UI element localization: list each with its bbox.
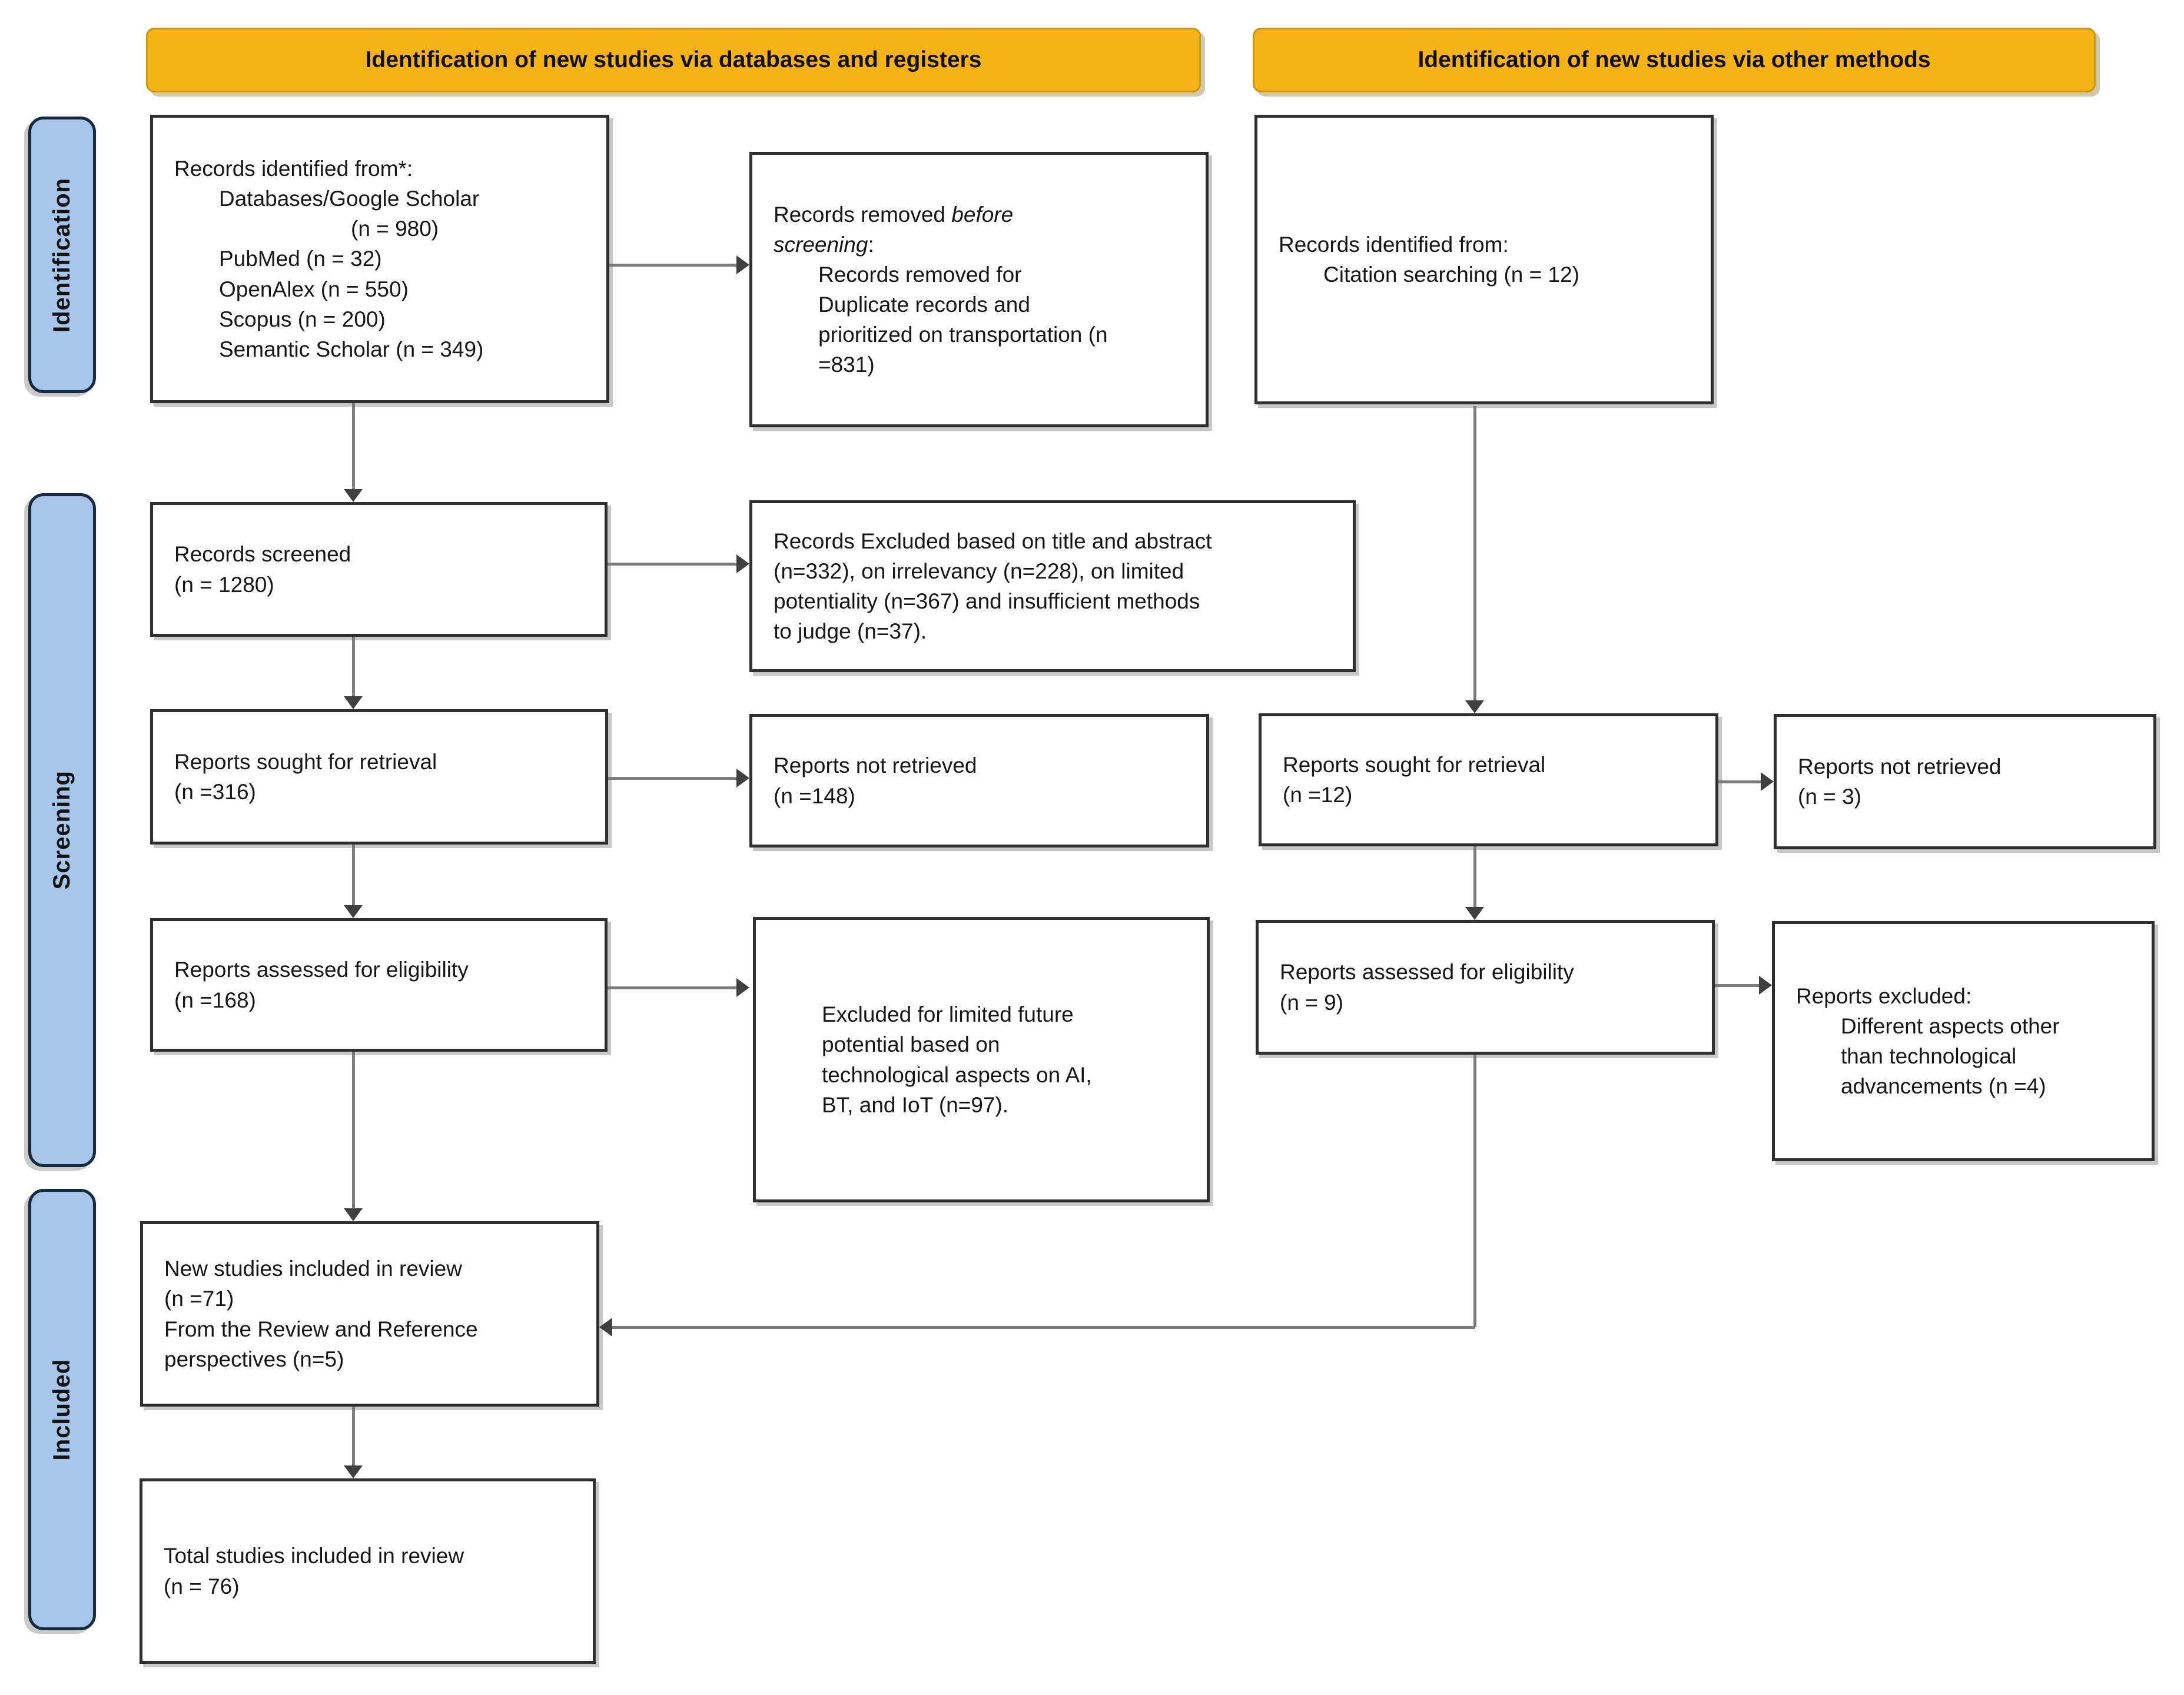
box-records-identified-line: (n = 980) [351,217,439,241]
box-excluded-limited-future: Excluded for limited future potential ba… [753,917,1210,1202]
box-reports-assessed-right-line: Reports assessed for eligibility [1280,960,1574,985]
box-reports-excluded-right-line: Reports excluded: [1796,983,1972,1008]
box-records-screened-line: (n = 1280) [174,572,274,597]
box-reports-sought-right-line: (n =12) [1283,783,1353,807]
sidebar-stage-included: Included [28,1189,96,1630]
box-reports-excluded-right: Reports excluded: Different aspects othe… [1772,921,2155,1161]
arrow-assessed-right-to-new-head [599,1318,612,1337]
arrow-identified-to-screened-head [344,489,363,502]
arrow-sought-to-notretrieved-right-line [1718,780,1761,783]
box-reports-not-retrieved-left-line: (n =148) [774,783,855,808]
box-new-studies-line: New studies included in review [164,1257,462,1281]
box-reports-excluded-right-line: Different aspects other [1841,1013,2060,1038]
arrow-identified-to-removed-head [736,255,749,274]
arrow-sought-to-assessed-line [352,845,355,905]
box-reports-assessed-right: Reports assessed for eligibility (n = 9) [1256,920,1715,1055]
arrow-assessed-to-excluded-left-line [608,986,736,989]
arrow-screened-to-sought-line [352,637,355,696]
box-records-identified-line: OpenAlex (n = 550) [219,277,409,301]
box-reports-not-retrieved-left-line: Reports not retrieved [774,753,977,778]
sidebar-stage-included-label: Included [49,1358,75,1461]
arrow-citation-to-sought-head [1465,700,1484,713]
box-records-removed-line: screening: [774,232,874,257]
box-reports-assessed-right-line: (n = 9) [1280,990,1343,1015]
box-records-excluded-line: potentiality (n=367) and insufficient me… [774,589,1200,613]
box-records-screened: Records screened (n = 1280) [150,502,608,637]
arrow-identified-to-screened-line [352,403,355,489]
box-total-studies-line: (n = 76) [164,1574,240,1598]
box-records-identified-line: Scopus (n = 200) [219,307,386,331]
arrow-assessed-right-to-new-horizontal [612,1326,1475,1329]
box-records-removed-line: prioritized on transportation (n [818,323,1108,347]
arrow-assessed-to-excluded-right-head [1759,976,1772,995]
sidebar-stage-screening-label: Screening [49,770,75,890]
box-records-excluded: Records Excluded based on title and abst… [749,500,1356,672]
box-records-identified-line: Semantic Scholar (n = 349) [219,337,484,361]
arrow-assessed-to-excluded-left-head [736,978,749,997]
arrow-assessed-to-new-studies-line [352,1052,355,1208]
box-reports-assessed-left-line: Reports assessed for eligibility [174,958,469,982]
box-reports-sought-left-line: (n =316) [174,780,256,804]
arrow-new-to-total-line [352,1407,355,1465]
box-reports-assessed-left: Reports assessed for eligibility (n =168… [150,918,608,1052]
box-reports-not-retrieved-right: Reports not retrieved (n = 3) [1774,714,2156,849]
box-reports-assessed-left-line: (n =168) [174,988,256,1012]
arrow-screened-to-excluded-head [736,554,749,573]
arrow-assessed-right-to-new-vertical [1473,1055,1476,1327]
box-reports-excluded-right-line: advancements (n =4) [1841,1074,2046,1099]
sidebar-stage-identification-label: Identification [49,177,75,333]
box-records-removed: Records removed before screening: Record… [749,152,1209,427]
box-reports-not-retrieved-right-line: (n = 3) [1798,785,1861,809]
arrow-screened-to-sought-head [344,696,363,709]
sidebar-stage-screening: Screening [28,493,96,1167]
box-records-identified: Records identified from*: Databases/Goog… [150,115,609,403]
arrow-new-to-total-head [344,1465,363,1478]
box-records-excluded-line: (n=332), on irrelevancy (n=228), on limi… [774,559,1184,583]
box-reports-sought-right: Reports sought for retrieval (n =12) [1259,713,1718,846]
banner-databases-registers: Identification of new studies via databa… [146,28,1201,92]
box-records-removed-line: Duplicate records and [818,293,1030,317]
box-records-removed-line: Records removed for [818,262,1022,287]
box-new-studies: New studies included in review (n =71) F… [140,1221,599,1407]
box-reports-sought-left-line: Reports sought for retrieval [174,749,437,774]
banner-other-methods: Identification of new studies via other … [1253,28,2096,92]
box-records-screened-line: Records screened [174,542,351,567]
box-records-identified-other-line: Citation searching (n = 12) [1323,262,1579,287]
box-reports-sought-left: Reports sought for retrieval (n =316) [150,709,608,845]
arrow-sought-right-to-assessed-line [1473,846,1476,907]
box-reports-excluded-right-line: than technological [1841,1044,2017,1068]
sidebar-stage-identification: Identification [28,117,96,393]
box-reports-sought-right-line: Reports sought for retrieval [1283,752,1546,777]
arrow-screened-to-excluded-line [608,563,736,566]
box-records-excluded-line: Records Excluded based on title and abst… [774,529,1212,553]
arrow-assessed-to-excluded-right-line [1715,984,1759,987]
box-records-identified-other: Records identified from: Citation search… [1254,115,1714,404]
arrow-sought-to-notretrieved-left-line [608,777,736,780]
box-excluded-limited-future-text: Excluded for limited future potential ba… [822,1002,1092,1117]
arrow-identified-to-removed-line [609,264,736,267]
arrow-sought-to-notretrieved-right-head [1761,772,1774,791]
box-new-studies-line: From the Review and Reference [164,1317,478,1341]
box-records-removed-line: Records removed before [774,202,1014,227]
arrow-sought-to-assessed-head [344,905,363,918]
box-total-studies: Total studies included in review (n = 76… [140,1478,596,1664]
box-new-studies-line: perspectives (n=5) [164,1347,344,1371]
arrow-sought-to-notretrieved-left-head [736,769,749,787]
box-records-identified-line: PubMed (n = 32) [219,247,382,271]
box-records-identified-line: Databases/Google Scholar [219,187,480,211]
box-records-identified-other-line: Records identified from: [1279,232,1509,257]
box-records-identified-line: Records identified from*: [174,157,413,181]
arrow-citation-to-sought-line [1473,406,1476,700]
arrow-assessed-to-new-studies-head [344,1208,363,1221]
box-reports-not-retrieved-left: Reports not retrieved (n =148) [749,714,1209,848]
box-total-studies-line: Total studies included in review [164,1544,464,1568]
box-reports-not-retrieved-right-line: Reports not retrieved [1798,754,2002,779]
arrow-sought-right-to-assessed-head [1465,907,1484,920]
box-records-excluded-line: to judge (n=37). [774,619,927,644]
box-new-studies-line: (n =71) [164,1287,234,1311]
box-records-removed-line: =831) [818,353,875,377]
